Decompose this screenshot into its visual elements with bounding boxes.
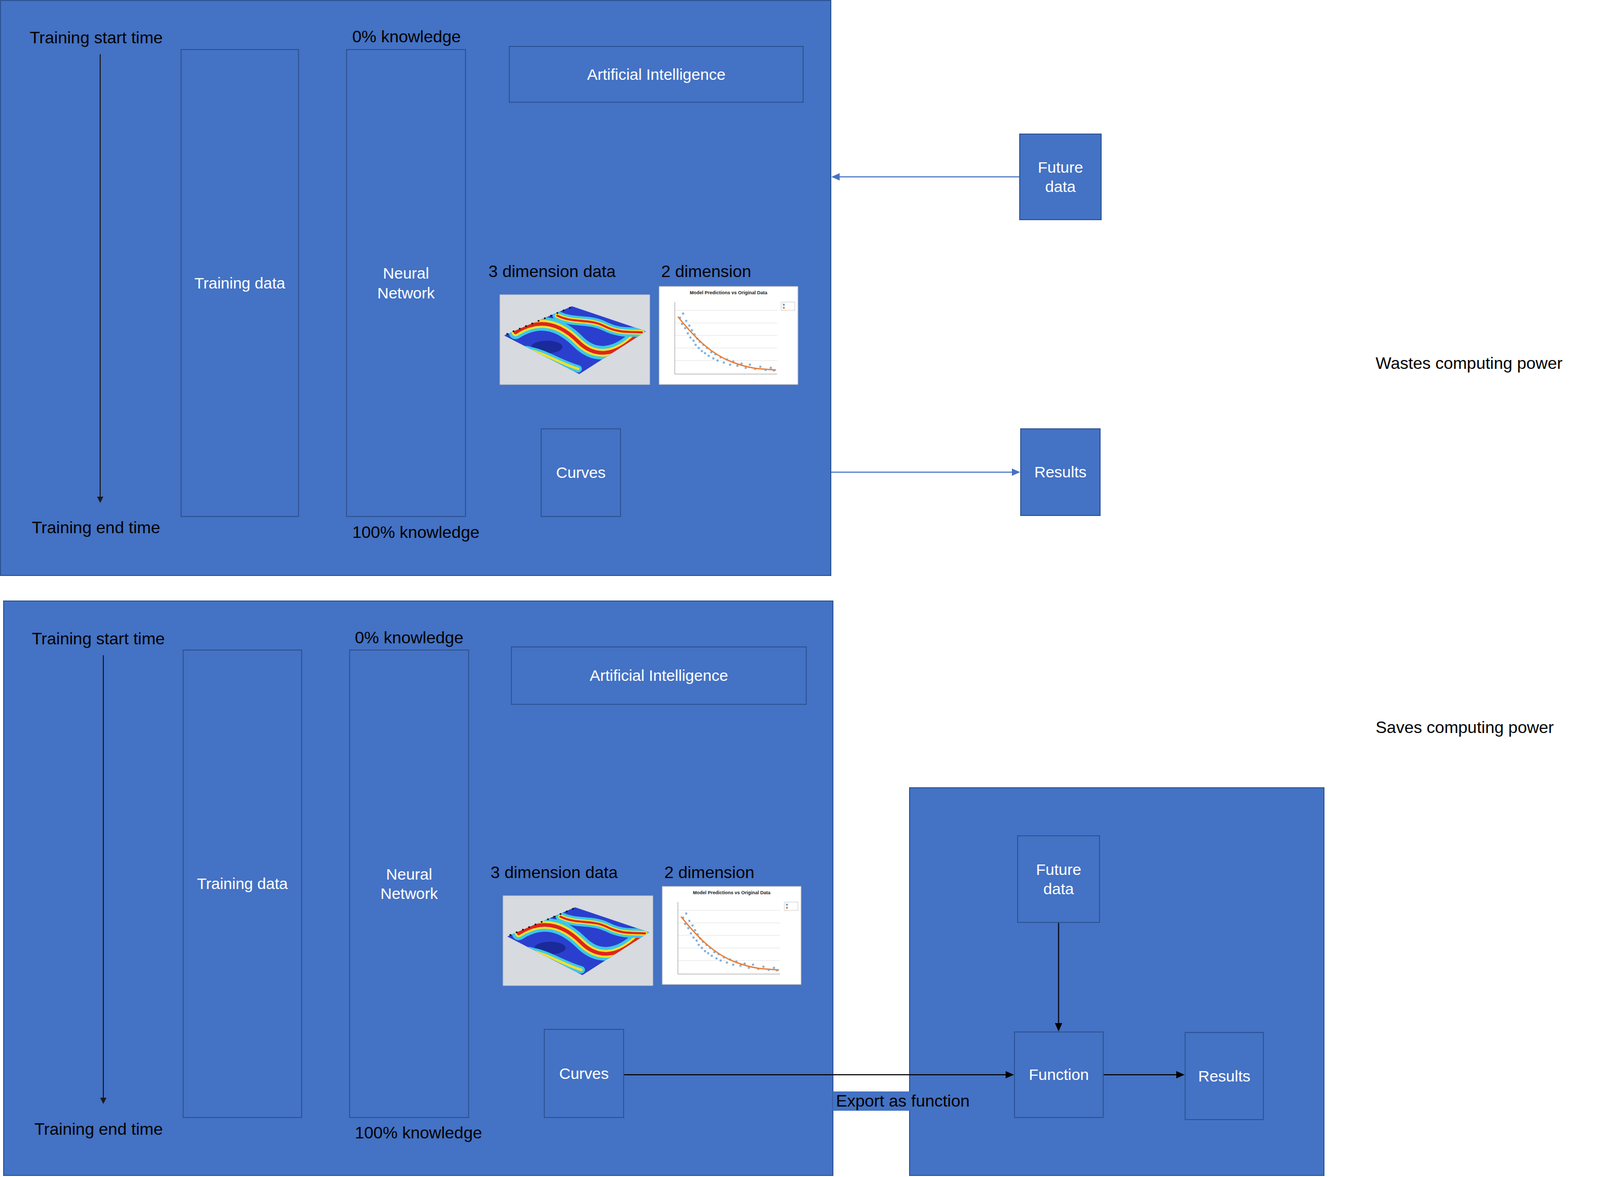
box-text: Curves xyxy=(555,462,606,483)
chart-title: Model Predictions vs Original Data xyxy=(667,890,796,896)
annotation-label: Training end time xyxy=(31,518,161,538)
process-box: Function xyxy=(1013,1031,1104,1119)
arrow-connector xyxy=(624,1071,1014,1079)
box-text: Function xyxy=(1028,1065,1089,1085)
process-box: Results xyxy=(1020,428,1101,517)
box-text: Training data xyxy=(194,273,286,294)
timeline-arrow xyxy=(97,54,104,504)
scatter-chart xyxy=(662,886,802,985)
box-text: Future data xyxy=(1026,157,1095,197)
annotation-label: Training start time xyxy=(31,629,165,649)
process-box: Results xyxy=(1184,1032,1264,1121)
process-box: Artificial Intelligence xyxy=(510,646,807,706)
arrowhead xyxy=(1011,468,1021,476)
process-box: Curves xyxy=(540,428,622,518)
annotation-label: Training end time xyxy=(34,1119,163,1140)
box-text: Neural Network xyxy=(356,864,462,904)
arrowhead xyxy=(1005,1071,1014,1079)
arrowhead xyxy=(831,173,840,181)
surface-plot xyxy=(503,896,653,986)
connector-line xyxy=(1058,923,1060,1025)
edge-label: Export as function xyxy=(832,1091,973,1112)
box-text: Results xyxy=(1198,1066,1251,1087)
timeline-arrow xyxy=(100,655,107,1105)
annotation-label: 2 dimension xyxy=(664,863,755,883)
arrowhead xyxy=(1176,1071,1185,1079)
arrowhead xyxy=(1055,1023,1063,1032)
connector-line xyxy=(624,1074,1007,1076)
annotation-label: 100% knowledge xyxy=(354,1123,483,1143)
process-box: Future data xyxy=(1017,835,1101,924)
box-text: Training data xyxy=(197,874,289,894)
arrow-connector xyxy=(831,173,1020,181)
box-text: Future data xyxy=(1024,860,1093,900)
box-text: Artificial Intelligence xyxy=(587,64,726,85)
panel: Future dataFunction Results xyxy=(909,787,1325,1177)
annotation-label: 3 dimension data xyxy=(488,261,616,282)
process-box: Training data xyxy=(182,649,303,1119)
chart-title: Model Predictions vs Original Data xyxy=(664,290,793,296)
annotation-label: Saves computing power xyxy=(1375,718,1555,738)
connector-line xyxy=(838,176,1020,178)
arrow-connector xyxy=(831,468,1021,476)
box-text: Results xyxy=(1034,462,1087,483)
annotation-label: Wastes computing power xyxy=(1375,353,1563,374)
process-box: Future data xyxy=(1019,133,1102,221)
annotation-label: 0% knowledge xyxy=(352,27,461,47)
scatter-chart xyxy=(659,286,798,385)
surface-plot xyxy=(499,294,650,385)
process-box: Neural Network xyxy=(349,649,470,1119)
arrow-connector xyxy=(1103,1071,1185,1079)
annotation-label: Training start time xyxy=(29,28,163,48)
box-text: Neural Network xyxy=(353,263,459,303)
annotation-label: 2 dimension xyxy=(661,261,752,282)
process-box: Artificial Intelligence xyxy=(508,45,804,103)
box-text: Artificial Intelligence xyxy=(589,665,728,686)
process-box: Neural Network xyxy=(345,49,467,518)
annotation-label: 3 dimension data xyxy=(490,863,618,883)
arrow-connector xyxy=(1055,923,1063,1032)
annotation-label: 0% knowledge xyxy=(354,628,464,648)
connector-line xyxy=(831,471,1013,473)
box-text: Curves xyxy=(558,1064,609,1084)
connector-line xyxy=(1103,1074,1178,1076)
annotation-label: 100% knowledge xyxy=(352,522,480,543)
process-box: Training data xyxy=(180,49,300,518)
process-box: Curves xyxy=(543,1029,625,1119)
